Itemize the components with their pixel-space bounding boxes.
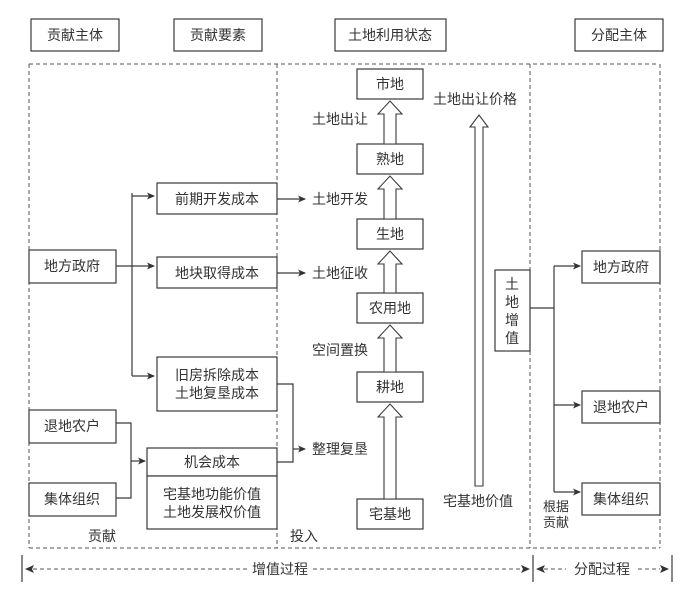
recipient-retiring-farmers-label: 退地农户 — [593, 399, 649, 416]
increment-char-1: 土 — [505, 277, 519, 293]
state-cultivated: 耕地 — [356, 371, 424, 403]
factor-dev-rights-label: 土地发展权价值 — [163, 505, 261, 521]
transfer-price-label: 土地出让价格 — [433, 92, 517, 108]
increment-char-3: 增 — [505, 313, 519, 329]
annotation-invest: 投入 — [290, 529, 318, 545]
state-urban-label: 市地 — [376, 76, 404, 93]
factor-demolition-label: 旧房拆除成本 — [175, 368, 259, 384]
header-distribution: 分配主体 — [574, 18, 664, 52]
state-urban: 市地 — [356, 68, 424, 100]
land-increment-box: 土 地 增 值 — [494, 269, 531, 352]
header-distribution-label: 分配主体 — [591, 28, 647, 44]
hollow-arrow-developed-to-urban — [376, 100, 404, 145]
contributor-retiring-farmers: 退地农户 — [28, 409, 117, 444]
increment-char-2: 地 — [505, 295, 519, 311]
header-land-use-label: 土地利用状态 — [348, 28, 432, 44]
header-land-use: 土地利用状态 — [334, 18, 447, 52]
value-add-process-label: 增值过程 — [252, 562, 308, 578]
contributor-collective: 集体组织 — [28, 482, 117, 517]
state-cultivated-label: 耕地 — [376, 379, 404, 396]
factor-reclamation-label: 土地复垦成本 — [175, 385, 259, 402]
recipient-collective-label: 集体组织 — [593, 491, 649, 508]
transition-development: 土地开发 — [312, 192, 368, 208]
hollow-arrow-raw-to-developed — [376, 175, 404, 220]
header-factors-label: 贡献要素 — [190, 28, 246, 44]
state-homestead: 宅基地 — [356, 498, 424, 530]
annotation-contribute: 贡献 — [88, 529, 116, 545]
factor-early-dev-cost: 前期开发成本 — [156, 182, 278, 215]
increment-char-4: 值 — [505, 331, 519, 347]
annotation-by-contribution-1: 根据 — [543, 500, 569, 515]
transition-transfer: 土地出让 — [312, 112, 368, 128]
state-developed: 熟地 — [356, 143, 424, 175]
transition-reclamation: 整理复垦 — [312, 441, 368, 458]
factor-parcel-acq-cost: 地块取得成本 — [156, 256, 278, 289]
recipient-retiring-farmers: 退地农户 — [581, 390, 661, 424]
contributor-collective-label: 集体组织 — [44, 491, 100, 508]
transition-spatial-swap: 空间置换 — [312, 342, 368, 359]
arrow-to-reclamation — [277, 383, 306, 463]
contributor-retiring-farmers-label: 退地农户 — [44, 418, 100, 435]
hollow-arrow-agri-to-raw — [376, 250, 404, 294]
factor-demolition-reclamation: 旧房拆除成本 土地复垦成本 — [156, 356, 278, 412]
state-agricultural: 农用地 — [356, 292, 424, 324]
factor-early-dev-cost-label: 前期开发成本 — [175, 191, 259, 208]
transition-expropriation: 土地征收 — [312, 266, 368, 282]
header-contributor-label: 贡献主体 — [47, 28, 103, 44]
state-agricultural-label: 农用地 — [369, 301, 411, 317]
contributor-local-gov-label: 地方政府 — [44, 259, 100, 275]
state-homestead-label: 宅基地 — [369, 506, 411, 523]
hollow-arrow-value-rise — [468, 114, 490, 487]
recipient-collective: 集体组织 — [581, 482, 661, 516]
annotation-by-contribution-2: 贡献 — [543, 516, 569, 531]
state-raw-label: 生地 — [376, 227, 404, 243]
state-developed-label: 熟地 — [376, 152, 404, 168]
recipient-local-gov-label: 地方政府 — [593, 260, 649, 276]
state-raw: 生地 — [356, 218, 424, 250]
hollow-arrow-homestead-to-cultivated — [376, 403, 404, 500]
contributor-local-gov: 地方政府 — [28, 249, 117, 284]
hollow-arrow-cultivated-to-agri — [376, 324, 404, 373]
header-contributor: 贡献主体 — [30, 18, 120, 52]
farmers-collective-connector — [116, 422, 146, 499]
distribution-process-label: 分配过程 — [574, 562, 630, 578]
recipient-local-gov: 地方政府 — [581, 250, 661, 284]
header-factors: 贡献要素 — [173, 18, 263, 52]
homestead-value-label: 宅基地价值 — [443, 493, 513, 510]
distribution-process: 分配过程 — [536, 562, 669, 578]
factor-opportunity-cost-label: 机会成本 — [184, 455, 240, 471]
local-gov-connector — [116, 192, 155, 380]
value-add-process: 增值过程 — [25, 562, 530, 578]
factor-homestead-function-label: 宅基地功能价值 — [163, 486, 261, 503]
distribution-connector — [530, 262, 581, 496]
factor-opportunity-cost: 机会成本 宅基地功能价值 土地发展权价值 — [146, 447, 278, 530]
factor-parcel-acq-cost-label: 地块取得成本 — [175, 265, 259, 282]
